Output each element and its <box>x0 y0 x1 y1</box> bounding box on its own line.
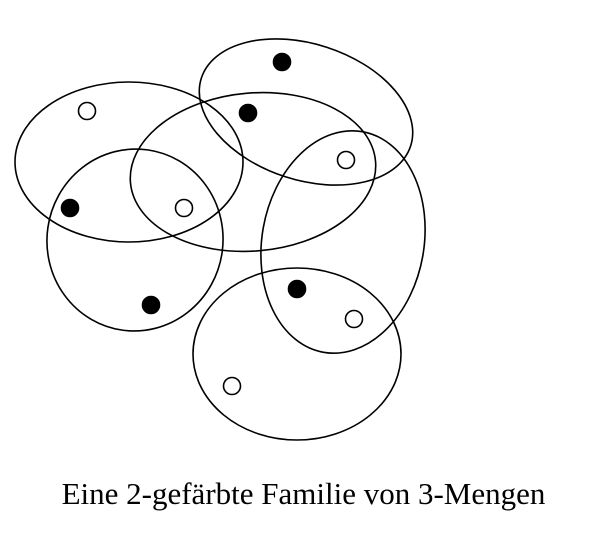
filled-point <box>238 103 258 123</box>
filled-point <box>60 198 80 218</box>
set-ellipse <box>192 267 402 441</box>
set-ellipse <box>260 130 426 354</box>
figure-caption: Eine 2-gefärbte Familie von 3-Mengen <box>61 476 546 511</box>
filled-point <box>287 279 307 299</box>
hollow-point <box>336 150 356 170</box>
set-ellipse <box>46 148 224 332</box>
set-ellipse <box>198 38 414 186</box>
hollow-point <box>174 198 194 218</box>
set-ellipse <box>14 81 244 243</box>
filled-point <box>141 295 161 315</box>
hollow-point <box>77 101 97 121</box>
filled-point <box>272 52 292 72</box>
hollow-point <box>344 309 364 329</box>
hollow-point <box>222 376 242 396</box>
set-ellipse <box>129 91 377 253</box>
